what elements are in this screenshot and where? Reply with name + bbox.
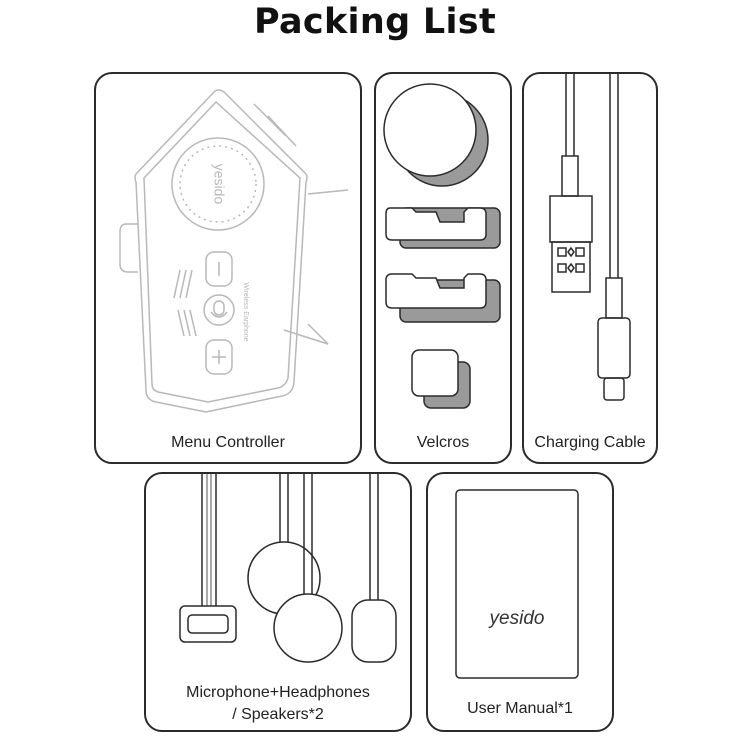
- user-manual-illustration: yesido: [455, 489, 579, 679]
- user-manual-card: yesido User Manual*1: [426, 472, 614, 732]
- mic-headphones-label-line2: / Speakers*2: [232, 706, 324, 723]
- charging-cable-card: Charging Cable: [522, 72, 658, 464]
- controller-brand-text: yesido: [211, 164, 227, 205]
- mic-headphones-illustration: [179, 474, 397, 663]
- mic-headphones-card: Microphone+Headphones / Speakers*2: [144, 472, 412, 732]
- menu-controller-illustration: yesido Wireless Earphone: [119, 89, 349, 413]
- user-manual-label: User Manual*1: [467, 700, 573, 717]
- charging-cable-illustration: [549, 74, 631, 401]
- velcros-label: Velcros: [416, 434, 470, 451]
- page-title: Packing List: [254, 2, 496, 42]
- mic-headphones-label-line1: Microphone+Headphones: [186, 684, 370, 701]
- velcros-card: Velcros: [374, 72, 512, 464]
- menu-controller-card: yesido Wireless Earphone Menu Controller: [94, 72, 362, 464]
- controller-printed-text: Wireless Earphone: [242, 282, 249, 341]
- velcros-illustration: [383, 83, 501, 409]
- charging-cable-label: Charging Cable: [534, 434, 646, 451]
- menu-controller-label: Menu Controller: [171, 434, 285, 451]
- manual-brand-text: yesido: [488, 608, 545, 629]
